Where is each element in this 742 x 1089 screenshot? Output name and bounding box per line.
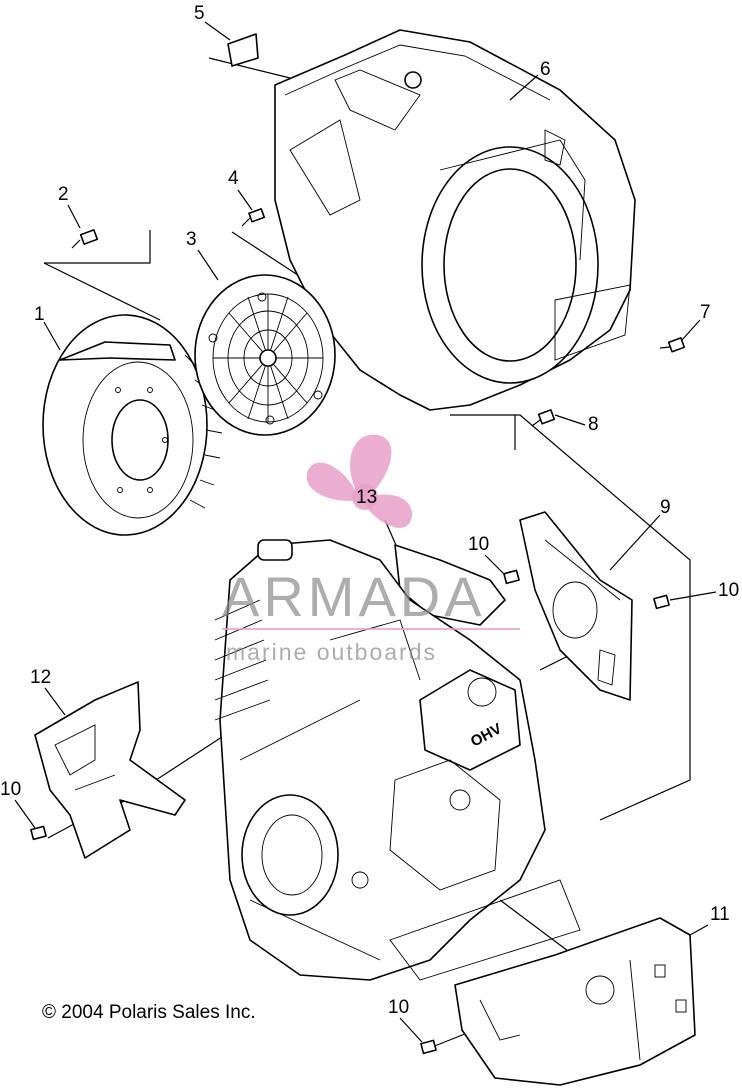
decal-part bbox=[227, 33, 259, 67]
bolt-2-part bbox=[71, 229, 99, 249]
bolt-8-part bbox=[531, 409, 556, 427]
callout-2: 2 bbox=[58, 184, 69, 205]
callout-3: 3 bbox=[186, 229, 197, 250]
watermark-tagline: marine outboards bbox=[226, 639, 437, 665]
watermark-brand: ARMADA bbox=[222, 565, 486, 628]
callout-11: 11 bbox=[710, 904, 730, 925]
callout-leaders bbox=[14, 21, 717, 1043]
side-cover-9-part bbox=[519, 511, 633, 701]
callout-4: 4 bbox=[228, 168, 239, 189]
bolt-10-upper-part bbox=[503, 569, 520, 585]
engine-block-part bbox=[214, 539, 581, 981]
callout-1: 1 bbox=[34, 304, 45, 325]
callout-10-left: 10 bbox=[0, 779, 21, 800]
bolt-7-part bbox=[659, 337, 686, 353]
copyright-notice: © 2004 Polaris Sales Inc. bbox=[42, 1002, 256, 1023]
left-cover-12-part bbox=[34, 681, 186, 859]
callout-6: 6 bbox=[540, 59, 551, 80]
callout-10-right: 10 bbox=[718, 580, 739, 601]
bolt-10-right-part bbox=[653, 594, 670, 610]
blower-housing-part bbox=[274, 29, 636, 411]
propeller-logo-mark bbox=[306, 434, 412, 528]
callout-12: 12 bbox=[30, 667, 51, 688]
callout-5: 5 bbox=[194, 3, 205, 24]
callout-8: 8 bbox=[588, 414, 599, 435]
fan-part bbox=[42, 314, 223, 536]
watermark-divider bbox=[222, 628, 520, 630]
callout-9: 9 bbox=[660, 497, 671, 518]
bottom-cover-11-part bbox=[454, 917, 696, 1086]
callout-labels: 1 2 3 4 5 6 7 8 9 10 10 10 10 11 12 13 bbox=[0, 3, 739, 1018]
callout-10-upper: 10 bbox=[468, 534, 489, 555]
armada-logo: ARMADA marine outboards bbox=[222, 434, 520, 665]
bolt-10-left-part bbox=[30, 825, 47, 841]
bolt-4-part bbox=[241, 208, 266, 227]
callout-10-bottom: 10 bbox=[388, 997, 409, 1018]
callout-7: 7 bbox=[700, 302, 711, 323]
fan-screen-part bbox=[194, 274, 336, 436]
callout-13: 13 bbox=[356, 487, 377, 508]
bolt-10-bottom-part bbox=[420, 1039, 437, 1055]
